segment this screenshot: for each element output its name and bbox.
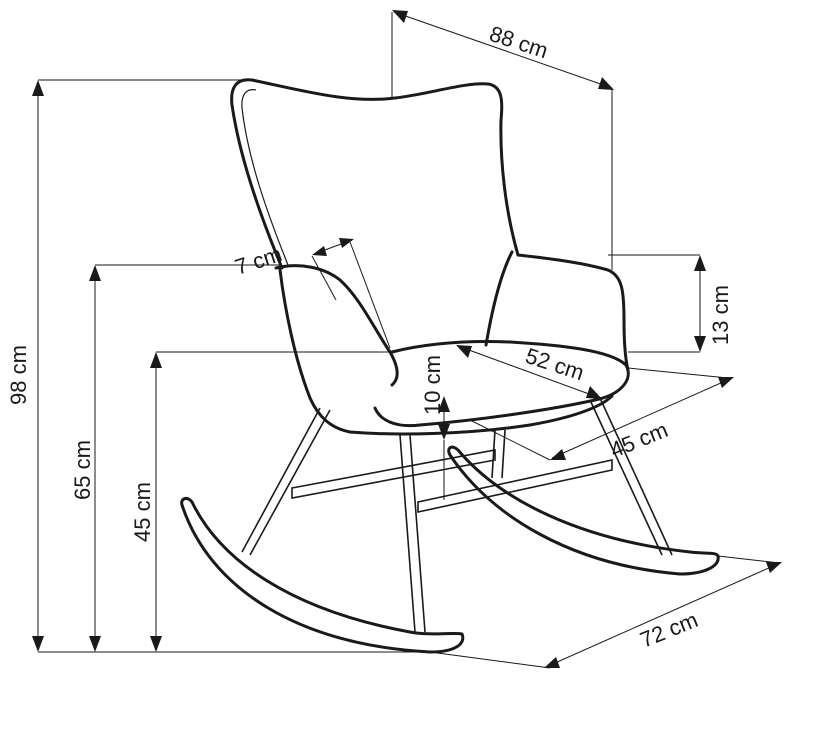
leg-back-right — [491, 429, 496, 479]
label-armrest-above-seat: 13 cm — [708, 285, 733, 345]
arrow-up — [150, 352, 162, 368]
left-armrest — [274, 264, 399, 387]
leg-front-right — [589, 399, 663, 556]
label-total-height: 98 cm — [6, 345, 31, 405]
left-side-panel — [278, 268, 352, 434]
arrow-down — [150, 636, 162, 652]
label-seat-depth: 45 cm — [607, 417, 672, 463]
rocker-right — [447, 445, 720, 576]
arrow-up — [32, 80, 44, 96]
crossbar-left — [291, 449, 496, 499]
arrow-down — [89, 636, 101, 652]
arrow-down — [32, 636, 44, 652]
dim-line-total-width — [393, 11, 613, 89]
label-seat-height: 45 cm — [130, 482, 155, 542]
crossbar-right — [417, 459, 613, 513]
arrow-right — [598, 77, 614, 90]
leg-back-left-2 — [409, 434, 426, 633]
dim-line-seat-width — [457, 345, 601, 399]
dim-line-seat-depth — [551, 377, 733, 459]
dim-line-base-length — [545, 562, 781, 668]
backrest-outline — [230, 78, 520, 270]
seat-bottom — [348, 394, 614, 436]
right-armrest — [516, 253, 630, 372]
leg-front-right-2 — [599, 397, 673, 556]
arrow-up — [89, 265, 101, 281]
rocking-chair-drawing — [180, 78, 720, 654]
right-armrest-inner — [484, 250, 514, 347]
label-base-length: 72 cm — [637, 607, 702, 653]
leg-front-left — [249, 409, 331, 556]
backrest-inner-edge — [241, 89, 289, 266]
arrow-left — [392, 10, 408, 23]
rocker-left — [180, 496, 465, 654]
dimension-lines — [32, 10, 782, 669]
label-armrest-width: 7 cm — [232, 241, 285, 280]
leg-front-left-2 — [241, 407, 321, 553]
leg-back-right-2 — [501, 429, 506, 479]
label-seat-thickness: 10 cm — [420, 355, 445, 415]
seat-cushion — [373, 340, 630, 428]
label-armrest-height: 65 cm — [70, 440, 95, 500]
label-total-width: 88 cm — [486, 21, 551, 63]
